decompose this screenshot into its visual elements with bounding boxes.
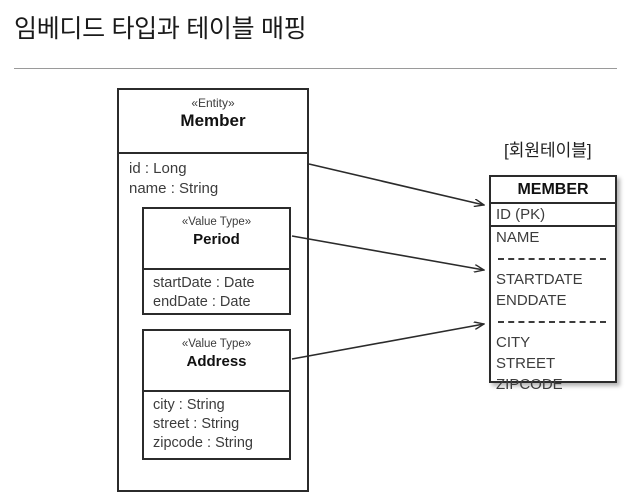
db-column-street: STREET — [496, 355, 556, 372]
entity-attribute: id : Long — [129, 160, 187, 177]
db-group-separator — [496, 248, 615, 269]
db-column-startdate: STARTDATE — [496, 271, 583, 288]
value-type-stereotype: «Value Type» — [181, 338, 252, 350]
arrow-member-to-id — [308, 163, 484, 205]
entity-attribute: name : String — [129, 180, 219, 197]
arrow-address-to-address-cols — [291, 324, 484, 360]
entity-stereotype: «Entity» — [191, 96, 235, 110]
db-table-header-divider — [491, 202, 615, 204]
value-type-attribute: street : String — [153, 416, 240, 432]
entity-name: Member — [180, 111, 246, 130]
entity-header-divider — [119, 152, 307, 154]
title-divider — [14, 68, 617, 69]
entity-attribute-list: id : Long name : String — [119, 154, 307, 205]
db-column-name: NAME — [496, 229, 540, 246]
value-type-stereotype: «Value Type» — [181, 216, 252, 228]
db-column-city: CITY — [496, 334, 531, 351]
value-type-attribute-list: startDate : Date endDate : Date — [144, 270, 289, 316]
page-title: 임베디드 타입과 테이블 매핑 — [14, 15, 307, 43]
value-type-name: Period — [193, 231, 240, 248]
value-type-header: «Value Type» Address — [144, 331, 289, 390]
db-column-id: ID (PK) — [496, 206, 546, 223]
value-type-header-divider — [144, 390, 289, 392]
value-type-attribute: city : String — [153, 397, 225, 413]
value-type-box-period[interactable]: «Value Type» Period startDate : Date end… — [142, 207, 291, 315]
value-type-attribute: startDate : Date — [153, 275, 255, 291]
db-column-enddate: ENDDATE — [496, 292, 567, 309]
value-type-name: Address — [186, 353, 247, 370]
value-type-box-address[interactable]: «Value Type» Address city : String stree… — [142, 329, 291, 460]
db-column-zipcode: ZIPCODE — [496, 376, 563, 393]
value-type-header: «Value Type» Period — [144, 209, 289, 268]
db-column-list: ID (PK) NAME STARTDATE ENDDATE CITY STRE… — [491, 204, 615, 395]
db-group-separator — [496, 311, 615, 332]
entity-header: «Entity» Member — [119, 90, 307, 152]
value-type-attribute: endDate : Date — [153, 294, 251, 310]
value-type-attribute: zipcode : String — [153, 435, 253, 451]
arrow-period-to-dates — [291, 235, 484, 270]
value-type-attribute-list: city : String street : String zipcode : … — [144, 392, 289, 457]
db-pk-divider — [491, 225, 615, 227]
db-table-name: MEMBER — [517, 181, 589, 198]
value-type-header-divider — [144, 268, 289, 270]
db-table-member[interactable]: MEMBER ID (PK) NAME STARTDATE ENDDATE CI… — [489, 175, 617, 393]
db-table-caption: [회원테이블] — [504, 141, 592, 160]
